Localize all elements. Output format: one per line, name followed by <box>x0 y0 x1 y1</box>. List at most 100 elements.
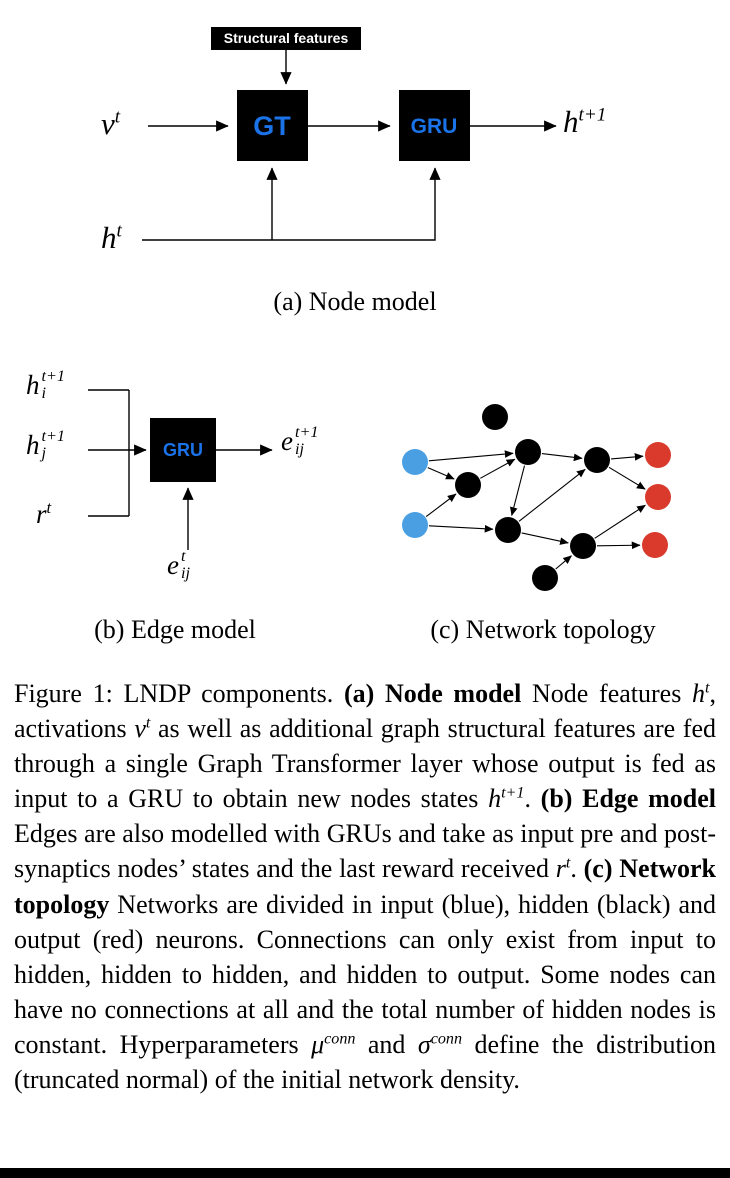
label-h-t1: ht+1 <box>563 104 606 140</box>
node-model-diagram: Structural features GT GRU <box>142 27 557 241</box>
gru-label: GRU <box>163 440 203 460</box>
panel-b-caption: (b) Edge model <box>94 615 256 644</box>
math-sup: conn <box>430 1030 463 1048</box>
topology-edge <box>610 453 644 461</box>
gru-box <box>399 90 470 161</box>
caption-segment: ht <box>692 679 710 708</box>
caption-segment: and <box>355 1029 418 1059</box>
topology-edge <box>608 466 646 490</box>
topology-edge <box>596 541 641 550</box>
panel-a-caption: (a) Node model <box>273 287 437 316</box>
topology-edge <box>518 468 586 522</box>
topology-edge <box>521 532 569 545</box>
math-sup: t <box>565 854 571 872</box>
caption-segment: vt <box>134 714 151 744</box>
math-sub: j <box>41 444 47 462</box>
math-base: h <box>101 220 117 255</box>
math-base: h <box>26 369 40 400</box>
topology-edge <box>510 465 526 517</box>
caption-segment: Networks are divided in input (blue), hi… <box>14 889 716 1059</box>
math-sub: i <box>41 384 47 402</box>
math-sup: t <box>145 714 151 732</box>
bottom-bar <box>0 1168 730 1178</box>
math-base: h <box>563 104 579 139</box>
math-sup: t <box>705 679 710 697</box>
structural-features-box <box>211 27 361 50</box>
gt-label: GT <box>253 111 291 141</box>
panel-c-caption: (c) Network topology <box>430 615 656 644</box>
label-v-t: vt <box>101 106 120 142</box>
topology-graph <box>402 404 671 591</box>
math-sup: t+1 <box>578 104 607 126</box>
math-sup: t <box>180 547 186 565</box>
math-sup: t+1 <box>501 784 525 802</box>
topology-node-hidden <box>455 472 481 498</box>
math-base: r <box>36 499 47 529</box>
structural-features-label: Structural features <box>224 30 349 46</box>
gru-box <box>150 418 216 482</box>
topology-node-input <box>402 449 428 475</box>
topology-node-input <box>402 512 428 538</box>
math-sup: conn <box>324 1030 356 1048</box>
topology-edge <box>480 458 516 479</box>
topology-node-output <box>645 442 671 468</box>
topology-node-hidden <box>570 533 596 559</box>
caption-segment: define the distribution (truncated norma… <box>14 1029 716 1095</box>
caption-segment: Node features <box>521 679 693 708</box>
topology-node-hidden <box>482 404 508 430</box>
topology-node-hidden <box>515 439 541 465</box>
topology-edge <box>428 524 494 533</box>
caption-segment: σconn <box>417 1029 463 1059</box>
math-sup: t+1 <box>41 427 66 445</box>
topology-edge <box>555 555 572 570</box>
caption-segment: . <box>524 784 541 814</box>
caption-segment: Figure 1: LNDP components. <box>14 679 344 708</box>
math-sup: t <box>46 498 52 517</box>
topology-edge <box>427 467 455 480</box>
figure-caption: Figure 1: LNDP components. (a) Node mode… <box>14 676 716 1097</box>
caption-segment: (c) Network topology <box>14 854 717 919</box>
label-r-t: rt <box>36 498 51 530</box>
topology-edge <box>425 493 457 518</box>
caption-segment: (a) Node model <box>343 679 522 708</box>
math-base: h <box>26 429 40 460</box>
label-h-t: ht <box>101 220 122 256</box>
math-base: e <box>281 425 293 456</box>
topology-node-hidden <box>584 447 610 473</box>
math-sub: ij <box>294 440 304 458</box>
gru-label: GRU <box>411 115 458 138</box>
caption-segment: as well as additional graph structural f… <box>14 714 717 814</box>
math-base: e <box>167 549 179 580</box>
math-sup: t <box>116 220 122 242</box>
math-sup: t+1 <box>294 423 319 441</box>
math-sup: t <box>114 106 121 128</box>
math-sub: ij <box>180 564 190 582</box>
math-sup: t+1 <box>41 367 66 385</box>
topology-edge <box>428 450 514 462</box>
caption-segment: Edges are also modelled with GRUs and ta… <box>14 819 716 884</box>
caption-segment: (b) Edge model <box>540 784 716 814</box>
caption-segment: , activations <box>14 679 716 744</box>
caption-segment: μconn <box>311 1029 356 1059</box>
topology-edge <box>594 504 646 539</box>
topology-node-output <box>642 532 668 558</box>
caption-segment: . <box>570 854 584 884</box>
topology-node-hidden <box>532 565 558 591</box>
gt-box <box>237 90 308 161</box>
math-base: v <box>101 106 115 141</box>
edge-model-diagram: GRU <box>88 389 273 550</box>
topology-node-output <box>645 484 671 510</box>
topology-node-hidden <box>495 517 521 543</box>
caption-segment: rt <box>555 854 571 884</box>
arrow-h-to-gru <box>142 167 441 241</box>
caption-segment: ht+1 <box>488 784 525 814</box>
